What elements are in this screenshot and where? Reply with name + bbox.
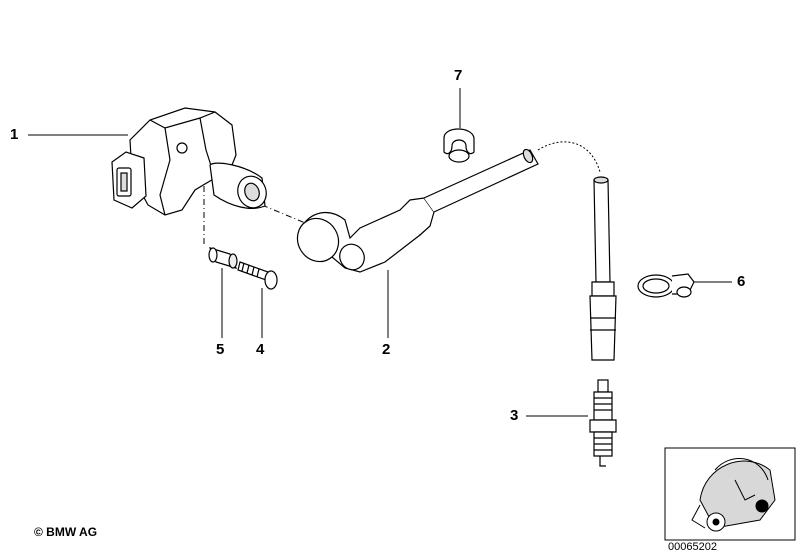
sleeve: [208, 247, 238, 269]
callout-3: 3: [510, 407, 519, 424]
ignition-lead: [296, 148, 539, 273]
clamp: [443, 128, 475, 163]
callout-5: 5: [216, 341, 225, 358]
plug-connector: [589, 176, 617, 361]
callout-7: 7: [454, 67, 463, 84]
callout-2: 2: [382, 341, 391, 358]
callout-1: 1: [10, 126, 19, 143]
wire-link: [537, 141, 601, 173]
copyright-notice: © BMW AG: [34, 525, 98, 539]
ignition-coil: [111, 107, 267, 216]
spark-plug: [589, 379, 617, 467]
screw: [237, 261, 278, 290]
hose-clip: [637, 273, 695, 298]
assembly-line: [249, 199, 311, 226]
diagram-number: 00065202: [668, 541, 717, 553]
callout-6: 6: [737, 273, 746, 290]
location-marker: [755, 499, 769, 513]
vehicle-thumbnail: [664, 447, 796, 541]
callout-4: 4: [256, 341, 265, 358]
